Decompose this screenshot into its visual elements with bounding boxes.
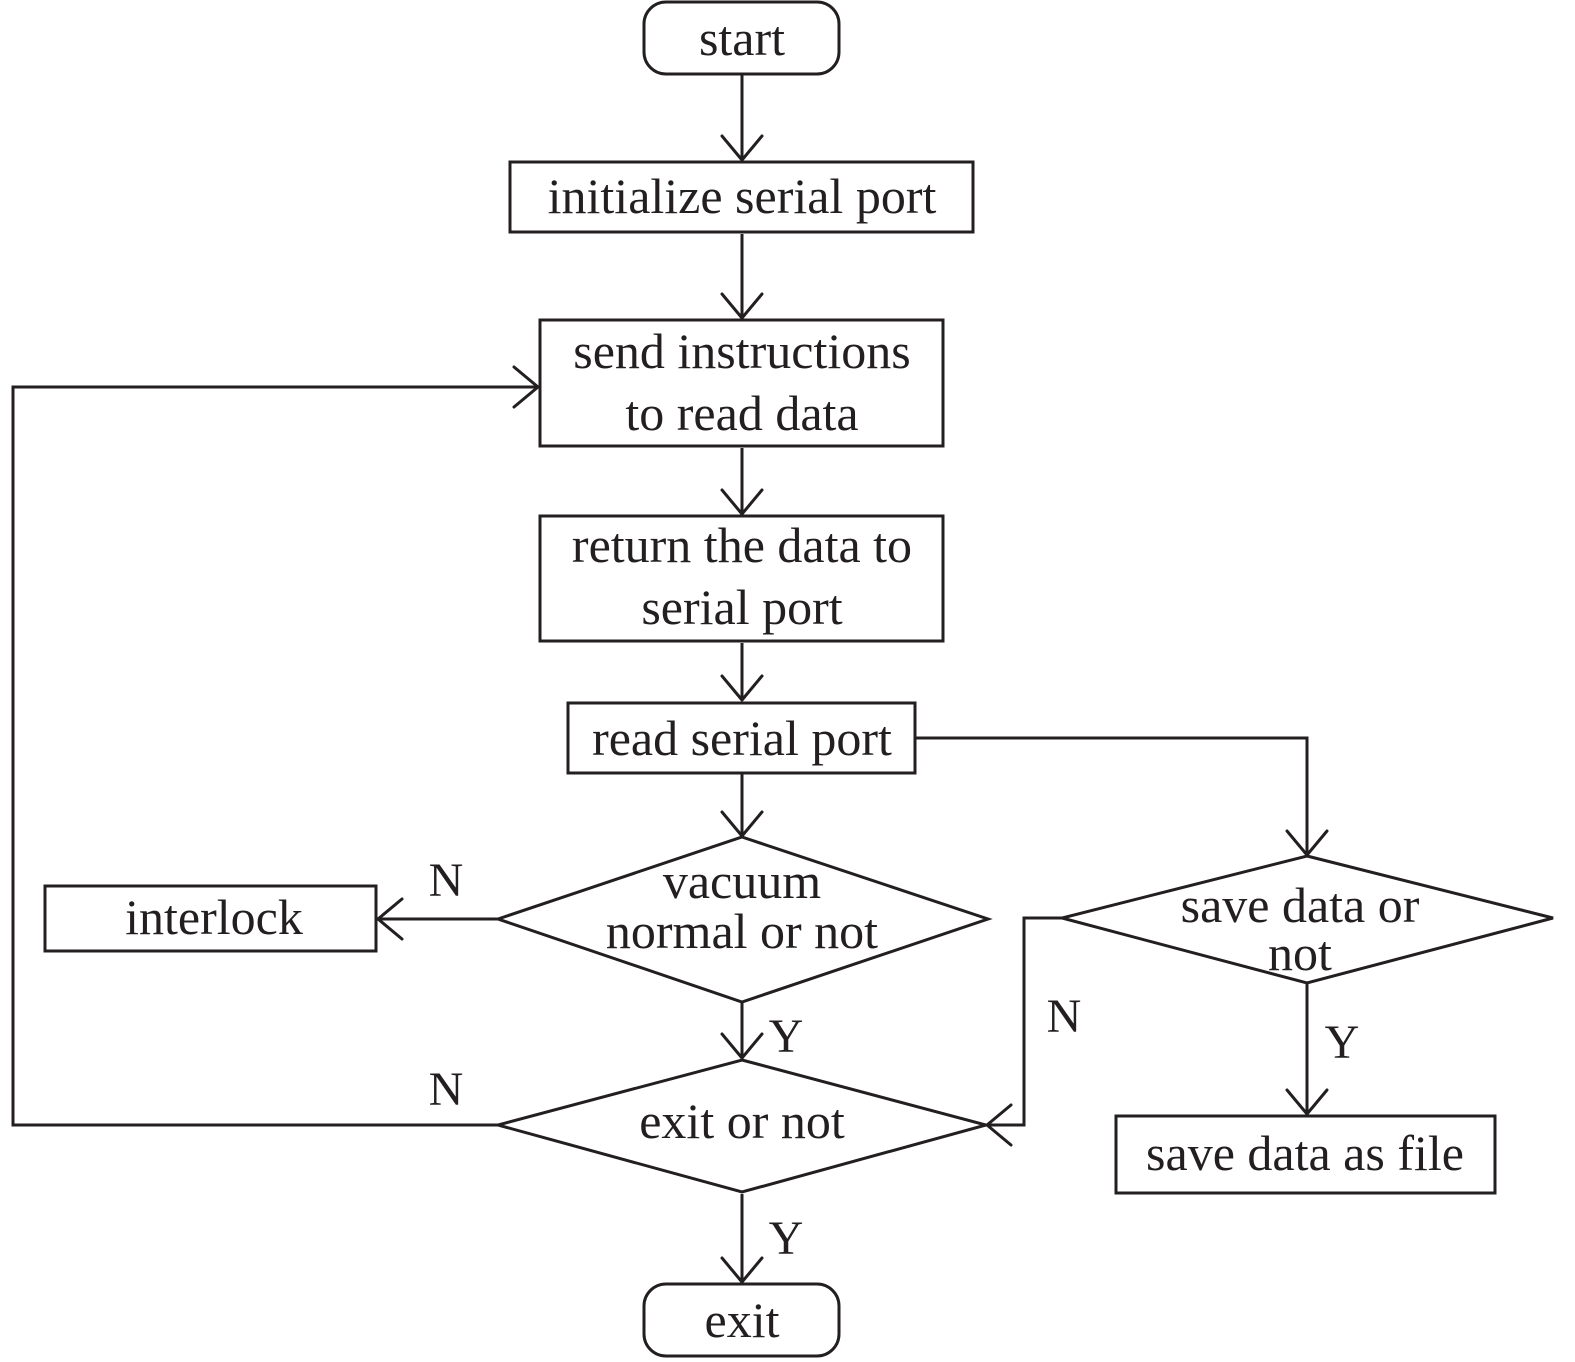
node-vacuum-decision: vacuum normal or not [493, 835, 993, 1004]
node-save-decision-label-line1: save data or [1181, 877, 1420, 933]
node-return-label-line1: return the data to [572, 517, 912, 573]
node-initialize-serial-port: initialize serial port [508, 160, 975, 234]
edges [11, 74, 1309, 1280]
node-send-label-line2: to read data [625, 385, 858, 441]
node-send-label-line1: send instructions [573, 323, 910, 379]
decision-diamond [492, 1058, 992, 1194]
decision-diamond [493, 835, 993, 1004]
node-read-label: read serial port [592, 710, 892, 766]
edge-save-decision-to-exit-decision [989, 916, 1062, 1127]
decision-diamond [1056, 854, 1554, 985]
node-interlock: interlock [43, 884, 378, 953]
arrowhead [1285, 1088, 1329, 1116]
arrowhead [720, 488, 764, 516]
label-vacuum-yes: Y [769, 1010, 804, 1063]
arrowhead [720, 674, 764, 702]
label-exit-no: N [429, 1063, 464, 1116]
node-init-label: initialize serial port [548, 168, 937, 224]
node-send-instructions: send instructions to read data [538, 318, 945, 448]
node-read-serial-port: read serial port [566, 701, 917, 775]
node-return-label-line2: serial port [641, 579, 842, 635]
edge-labels: N Y N Y N Y [429, 854, 1360, 1265]
arrowhead [720, 134, 764, 162]
process-box [1114, 1114, 1497, 1195]
arrowhead [512, 365, 540, 409]
edge-exit-decision-loop-to-send [11, 385, 536, 1127]
node-exit-label: exit [705, 1292, 780, 1348]
node-start: start [642, 0, 841, 76]
label-save-no: N [1047, 990, 1082, 1043]
edge-read-to-save-decision [916, 736, 1309, 853]
arrowhead [376, 897, 404, 941]
arrowhead [720, 1256, 764, 1284]
process-box [538, 514, 945, 643]
node-save-file-label: save data as file [1146, 1125, 1464, 1181]
process-box [538, 318, 945, 448]
node-start-label: start [699, 10, 785, 66]
label-exit-yes: Y [769, 1212, 804, 1265]
process-box [566, 701, 917, 775]
terminal-shape [642, 1282, 841, 1358]
label-save-yes: Y [1325, 1016, 1360, 1069]
arrowhead [720, 292, 764, 320]
arrowhead [720, 1032, 764, 1060]
node-save-decision-label-line2: not [1268, 925, 1332, 981]
node-exit-decision-label: exit or not [639, 1093, 845, 1149]
terminal-shape [642, 0, 841, 76]
node-vacuum-label-line2: normal or not [606, 903, 878, 959]
node-interlock-label: interlock [125, 889, 303, 945]
node-save-decision: save data or not [1056, 854, 1554, 985]
node-return-data: return the data to serial port [538, 514, 945, 643]
label-vacuum-no: N [429, 854, 464, 907]
node-save-file: save data as file [1114, 1114, 1497, 1195]
process-box [508, 160, 975, 234]
node-exit-decision: exit or not [492, 1058, 992, 1194]
node-exit: exit [642, 1282, 841, 1358]
process-box [43, 884, 378, 953]
node-vacuum-label-line1: vacuum [663, 853, 821, 909]
